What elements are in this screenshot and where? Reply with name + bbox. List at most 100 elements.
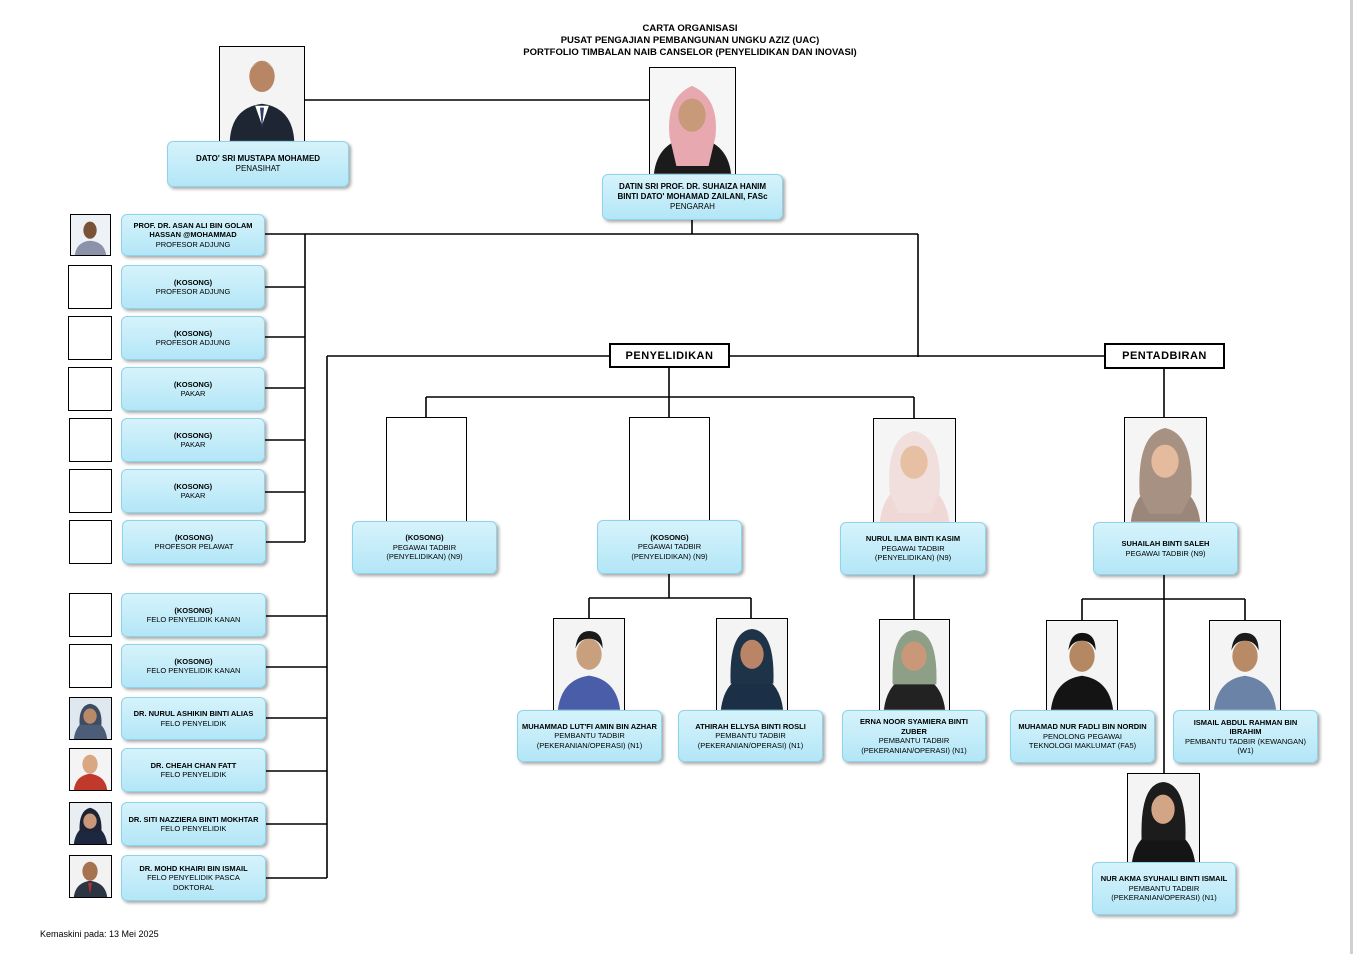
research-officer-photo-1-empty (629, 417, 710, 522)
research-officer-role-1: PEGAWAI TADBIR (637, 542, 702, 552)
left-role-6: PROFESOR PELAWAT (154, 542, 234, 551)
person-portrait-icon (717, 619, 787, 710)
person-portrait-icon (874, 419, 955, 522)
left-box-2: (KOSONG) PROFESOR ADJUNG (121, 316, 265, 360)
admin-staff-role-2: PEMBANTU TADBIR (1128, 883, 1200, 893)
title-line-2: PUSAT PENGAJIAN PEMBANGUNAN UNGKU AZIZ (… (560, 35, 820, 46)
chart-title: CARTA ORGANISASI PUSAT PENGAJIAN PEMBANG… (420, 23, 960, 59)
left-box-11: DR. SITI NAZZIERA BINTI MOKHTAR FELO PEN… (121, 802, 266, 846)
left-photo-3-empty (68, 367, 112, 411)
research-staff-role-2: PEMBANTU TADBIR (878, 736, 950, 745)
admin-staff-box-1: ISMAIL ABDUL RAHMAN BIN IBRAHIM PEMBANTU… (1173, 710, 1318, 763)
admin-staff-role-0: PENOLONG PEGAWAI (1042, 731, 1123, 741)
person-portrait-icon (554, 619, 624, 710)
admin-staff-name-1: ISMAIL ABDUL RAHMAN BIN IBRAHIM (1193, 717, 1298, 737)
left-box-4: (KOSONG) PAKAR (121, 418, 265, 462)
left-role-12: FELO PENYELIDIK PASCA DOKTORAL (147, 873, 240, 892)
director-name-line2: BINTI DATO' MOHAMAD ZAILANI, FASc (617, 192, 768, 201)
left-box-5: (KOSONG) PAKAR (121, 469, 265, 513)
left-name-12: DR. MOHD KHAIRI BIN ISMAIL (139, 863, 248, 873)
research-officer-role2-0: (PENYELIDIKAN) (N9) (386, 552, 463, 562)
advisor-name: DATO' SRI MUSTAPA MOHAMED (195, 154, 321, 163)
research-officer-box-2: NURUL ILMA BINTI KASIM PEGAWAI TADBIR (P… (840, 522, 986, 575)
research-staff-role-1: PEMBANTU TADBIR (715, 731, 786, 741)
left-role-10: FELO PENYELIDIK (160, 770, 227, 779)
research-staff-role2-1: (PEKERANIAN/OPERASI) (N1) (697, 740, 804, 750)
left-name-11: DR. SITI NAZZIERA BINTI MOKHTAR (128, 814, 259, 824)
research-staff-photo-2 (879, 619, 950, 711)
left-photo-10 (69, 748, 112, 791)
research-staff-box-1: ATHIRAH ELLYSA BINTI ROSLI PEMBANTU TADB… (678, 710, 823, 762)
research-staff-name-1: ATHIRAH ELLYSA BINTI ROSLI (695, 721, 806, 731)
director-box: DATIN SRI PROF. DR. SUHAIZA HANIM BINTI … (602, 174, 783, 220)
admin-officer-photo (1124, 417, 1207, 523)
last-updated-note: Kemaskini pada: 13 Mei 2025 (40, 929, 159, 939)
research-staff-box-2: ERNA NOOR SYAMIERA BINTI ZUBER PEMBANTU … (842, 710, 986, 762)
research-officer-box-0: (KOSONG) PEGAWAI TADBIR (PENYELIDIKAN) (… (352, 521, 497, 574)
admin-officer-role: PEGAWAI TADBIR (N9) (1125, 548, 1206, 558)
person-portrait-icon (1125, 418, 1206, 522)
research-staff-photo-0 (553, 618, 625, 711)
person-portrait-icon (70, 698, 111, 739)
left-photo-4-empty (69, 418, 112, 462)
director-photo (649, 67, 736, 175)
admin-staff-name-0: MUHAMAD NUR FADLI BIN NORDIN (1018, 722, 1147, 732)
left-photo-12 (69, 855, 112, 898)
left-role-8: FELO PENYELIDIK KANAN (146, 666, 241, 675)
left-box-1: (KOSONG) PROFESOR ADJUNG (121, 265, 265, 309)
left-box-6: (KOSONG) PROFESOR PELAWAT (122, 520, 266, 564)
admin-staff-role2-0: TEKNOLOGI MAKLUMAT (FA5) (1028, 741, 1137, 751)
person-portrait-icon (70, 749, 111, 790)
admin-staff-role2-1: (W1) (1237, 746, 1254, 755)
left-role-7: FELO PENYELIDIK KANAN (146, 615, 241, 624)
left-role-1: PROFESOR ADJUNG (155, 287, 231, 296)
admin-staff-box-2: NUR AKMA SYUHAILI BINTI ISMAIL PEMBANTU … (1092, 862, 1236, 915)
admin-officer-box: SUHAILAH BINTI SALEH PEGAWAI TADBIR (N9) (1093, 522, 1238, 575)
person-portrait-icon (1210, 621, 1280, 710)
left-box-12: DR. MOHD KHAIRI BIN ISMAIL FELO PENYELID… (121, 855, 266, 901)
left-box-0: PROF. DR. ASAN ALI BIN GOLAM HASSAN @MOH… (121, 214, 265, 256)
left-photo-9 (69, 697, 112, 740)
research-officer-photo-0-empty (386, 417, 467, 522)
left-name-2: (KOSONG) (173, 328, 213, 338)
research-staff-name-2: ERNA NOOR SYAMIERA BINTI ZUBER (860, 717, 968, 736)
person-portrait-icon (220, 47, 304, 141)
title-line-3: PORTFOLIO TIMBALAN NAIB CANSELOR (PENYEL… (523, 47, 857, 58)
left-name-6: (KOSONG) (174, 532, 214, 542)
research-officer-box-1: (KOSONG) PEGAWAI TADBIR (PENYELIDIKAN) (… (597, 520, 742, 574)
research-staff-box-0: MUHAMMAD LUT'FI AMIN BIN AZHAR PEMBANTU … (517, 710, 662, 762)
admin-staff-role-1: PEMBANTU TADBIR (KEWANGAN) (1184, 736, 1307, 746)
research-staff-role2-0: (PEKERANIAN/OPERASI) (N1) (536, 740, 643, 750)
research-officer-name-2: NURUL ILMA BINTI KASIM (865, 534, 961, 544)
left-photo-0 (70, 214, 111, 256)
left-name-9: DR. NURUL ASHIKIN BINTI ALIAS (133, 709, 254, 718)
left-photo-1-empty (68, 265, 112, 309)
director-role: PENGARAH (670, 202, 715, 211)
admin-staff-photo-1 (1209, 620, 1281, 711)
left-box-10: DR. CHEAH CHAN FATT FELO PENYELIDIK (121, 748, 266, 792)
admin-staff-role2-2: (PEKERANIAN/OPERASI) (N1) (1111, 893, 1217, 903)
left-box-9: DR. NURUL ASHIKIN BINTI ALIAS FELO PENYE… (121, 697, 266, 740)
research-officer-photo-2 (873, 418, 956, 523)
left-photo-5-empty (69, 469, 112, 513)
left-name-10: DR. CHEAH CHAN FATT (150, 760, 237, 770)
left-role-5: PAKAR (180, 491, 206, 500)
person-portrait-icon (650, 68, 735, 174)
left-role-9: FELO PENYELIDIK (160, 718, 227, 728)
advisor-photo (219, 46, 305, 142)
left-photo-6-empty (69, 520, 112, 564)
title-line-1: CARTA ORGANISASI (642, 23, 738, 34)
left-box-3: (KOSONG) PAKAR (121, 367, 265, 411)
research-officer-role-2: PEGAWAI TADBIR (881, 543, 945, 553)
left-name-3: (KOSONG) (173, 379, 213, 389)
research-officer-name-0: (KOSONG) (405, 533, 444, 543)
research-staff-name-0: MUHAMMAD LUT'FI AMIN BIN AZHAR (522, 721, 657, 731)
advisor-box: DATO' SRI MUSTAPA MOHAMED PENASIHAT (167, 141, 349, 187)
admin-staff-name-2: NUR AKMA SYUHAILI BINTI ISMAIL (1100, 874, 1228, 884)
admin-officer-name: SUHAILAH BINTI SALEH (1121, 539, 1210, 548)
left-role-4: PAKAR (180, 440, 206, 449)
research-officer-role2-1: (PENYELIDIKAN) (N9) (631, 551, 708, 561)
section-penyelidikan: PENYELIDIKAN (609, 343, 730, 368)
admin-staff-photo-2 (1127, 773, 1200, 864)
left-name-8: (KOSONG) (174, 656, 213, 666)
